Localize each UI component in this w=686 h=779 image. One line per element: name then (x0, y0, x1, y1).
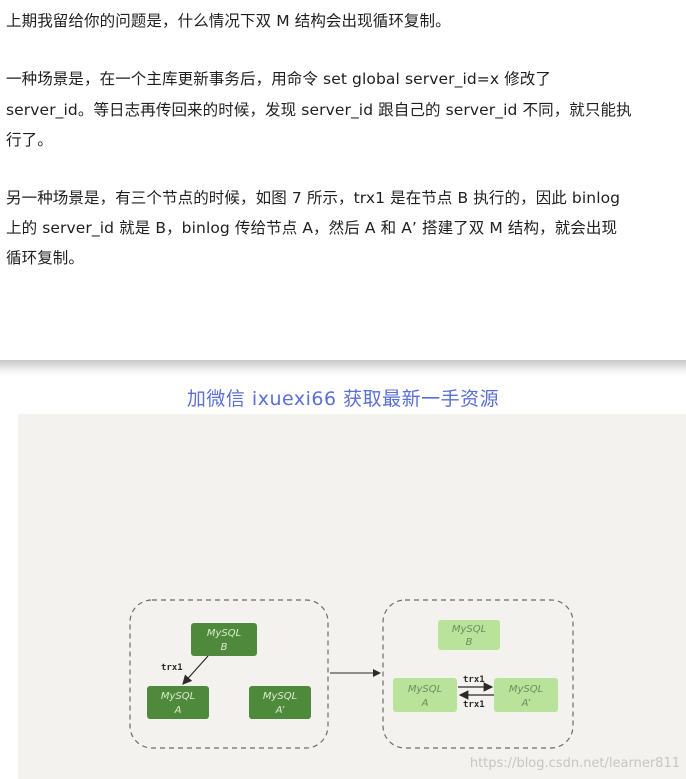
svg-text:A’: A’ (275, 705, 286, 716)
svg-text:MySQL: MySQL (161, 691, 195, 702)
promo-banner: 加微信 ixuexi66 获取最新一手资源 (186, 388, 500, 410)
right-edge-label-top: trx1 (463, 675, 485, 685)
svg-text:B: B (221, 642, 228, 653)
left-node-b: MySQL B (191, 623, 257, 656)
left-edge-label: trx1 (161, 663, 183, 673)
paragraph-scenario-1-line-3: 行了。 (6, 131, 53, 149)
left-node-a: MySQL A (147, 686, 209, 719)
left-group-border (129, 599, 329, 749)
left-node-a-prime: MySQL A’ (249, 686, 311, 719)
left-edge-b-to-a (182, 655, 209, 685)
svg-text:B: B (466, 637, 473, 648)
csdn-watermark: https://blog.csdn.net/learner811 (469, 756, 680, 771)
replication-diagram: MySQL B MySQL A MySQL A’ trx1 MySQL B (18, 414, 686, 779)
svg-text:A: A (421, 698, 429, 709)
paragraph-scenario-2-line-2: 上的 server_id 就是 B，binlog 传给节点 A，然后 A 和 A… (6, 219, 618, 237)
paragraph-scenario-2-line-3: 循环复制。 (6, 249, 85, 267)
svg-text:MySQL: MySQL (509, 684, 543, 695)
svg-text:A: A (174, 705, 182, 716)
right-group-border (382, 599, 574, 749)
paragraph-question: 上期我留给你的问题是，什么情况下双 M 结构会出现循环复制。 (6, 12, 451, 30)
diagram-canvas: MySQL B MySQL A MySQL A’ trx1 MySQL B (129, 599, 574, 749)
svg-text:A’: A’ (521, 698, 532, 709)
paragraph-scenario-1-line-2: server_id。等日志再传回来的时候，发现 server_id 跟自己的 s… (6, 101, 632, 119)
right-node-a-prime: MySQL A’ (494, 678, 558, 712)
right-node-b: MySQL B (438, 620, 500, 650)
svg-text:MySQL: MySQL (408, 684, 442, 695)
svg-text:MySQL: MySQL (207, 628, 241, 639)
svg-text:MySQL: MySQL (263, 691, 297, 702)
right-node-a: MySQL A (393, 678, 457, 712)
svg-text:MySQL: MySQL (452, 624, 486, 635)
section-divider (0, 360, 686, 376)
paragraph-scenario-1-line-1: 一种场景是，在一个主库更新事务后，用命令 set global server_i… (6, 70, 551, 88)
right-edge-label-bottom: trx1 (463, 700, 485, 710)
paragraph-scenario-2-line-1: 另一种场景是，有三个节点的时候，如图 7 所示，trx1 是在节点 B 执行的，… (6, 189, 621, 207)
